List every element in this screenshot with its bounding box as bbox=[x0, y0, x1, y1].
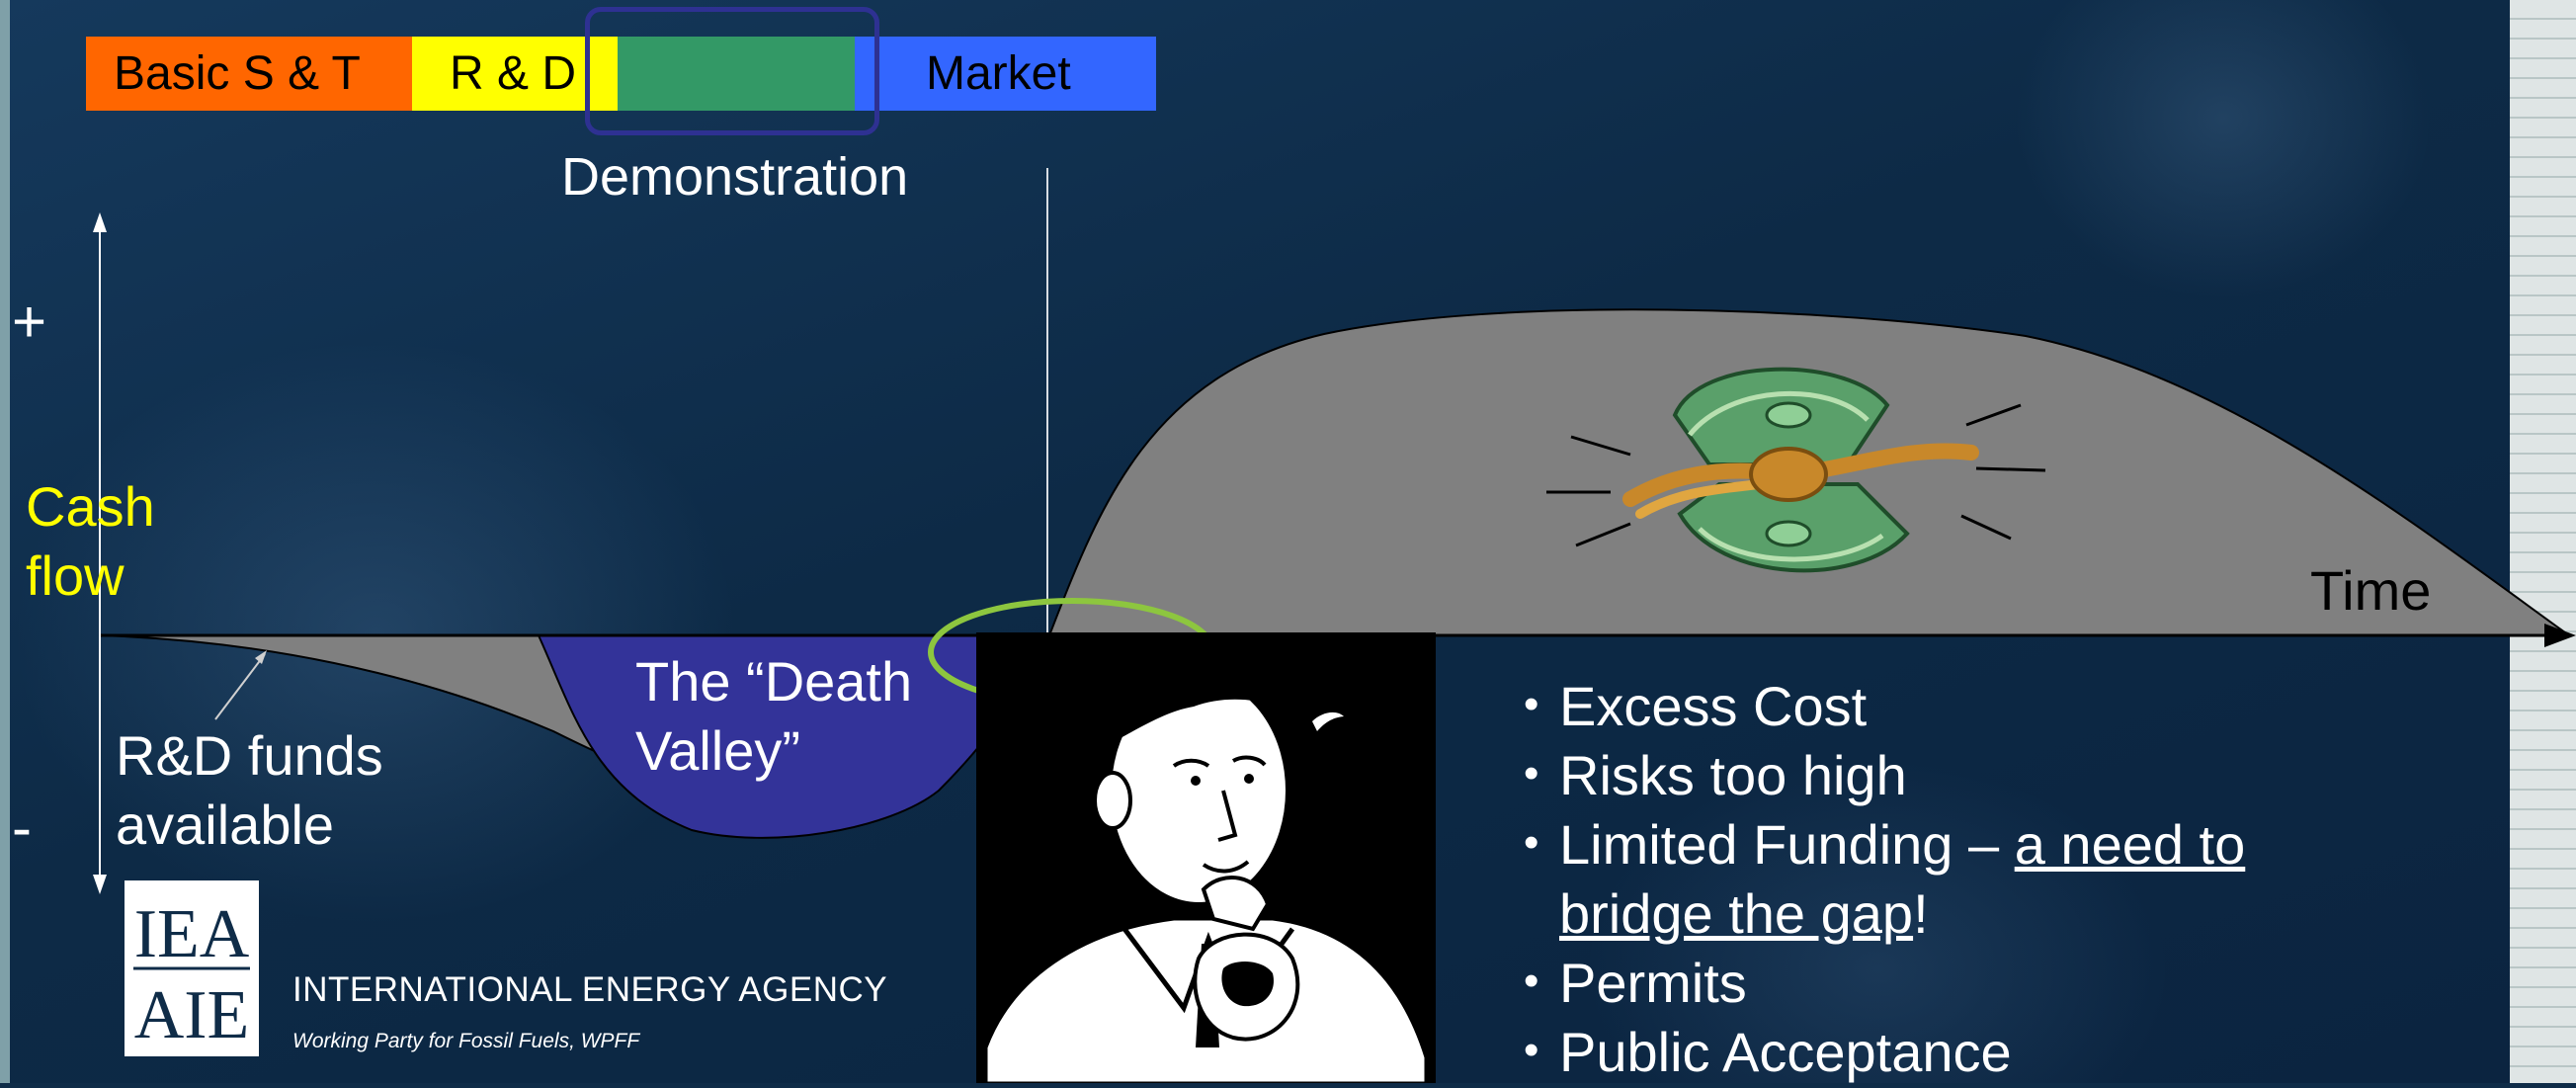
list-item: Excess Cost bbox=[1522, 672, 2350, 741]
organization-name: INTERNATIONAL ENERGY AGENCY bbox=[292, 970, 887, 1010]
rd-funds-label: R&D funds available bbox=[116, 721, 383, 860]
time-axis-label: Time bbox=[2310, 558, 2431, 623]
svg-text:IEA: IEA bbox=[134, 896, 250, 972]
rd-funds-line1: R&D funds bbox=[116, 721, 383, 791]
positive-sign: + bbox=[12, 285, 46, 359]
bullet-text: Risks too high bbox=[1559, 744, 1907, 806]
death-valley-line1: The “Death bbox=[635, 647, 912, 716]
list-item: Limited Funding – a need to bridge the g… bbox=[1522, 810, 2350, 949]
bullet-text: Excess Cost bbox=[1559, 675, 1867, 737]
svg-text:AIE: AIE bbox=[134, 977, 250, 1053]
rd-funds-pointer bbox=[215, 654, 265, 719]
rd-funds-line2: available bbox=[116, 791, 383, 860]
bullet-text-after: ! bbox=[1913, 882, 1929, 945]
bullet-text: Public Acceptance bbox=[1559, 1021, 2012, 1083]
negative-sign: - bbox=[12, 791, 32, 865]
list-item: Permits bbox=[1522, 949, 2350, 1018]
death-valley-line2: Valley” bbox=[635, 716, 912, 786]
cash-flow-axis-bottom-arrow bbox=[93, 875, 107, 894]
time-axis-arrowhead bbox=[2544, 624, 2576, 647]
iea-logo: IEA AIE bbox=[124, 879, 260, 1057]
cash-flow-label-line2: flow bbox=[26, 542, 155, 611]
cash-flow-label-line1: Cash bbox=[26, 472, 155, 542]
thinking-man-illustration bbox=[976, 632, 1436, 1083]
death-valley-label: The “Death Valley” bbox=[635, 647, 912, 786]
cash-flow-label: Cash flow bbox=[26, 472, 155, 611]
bullet-text-before: Limited Funding – bbox=[1559, 813, 2015, 876]
list-item: Risks too high bbox=[1522, 741, 2350, 810]
bullet-text: Permits bbox=[1559, 952, 1747, 1014]
barrier-list: Excess Cost Risks too high Limited Fundi… bbox=[1522, 672, 2350, 1087]
cash-flow-axis-top-arrow bbox=[93, 212, 107, 232]
rd-funds-pointer-head bbox=[255, 650, 267, 664]
list-item: Public Acceptance bbox=[1522, 1018, 2350, 1087]
organization-subtitle: Working Party for Fossil Fuels, WPFF bbox=[292, 1030, 639, 1053]
